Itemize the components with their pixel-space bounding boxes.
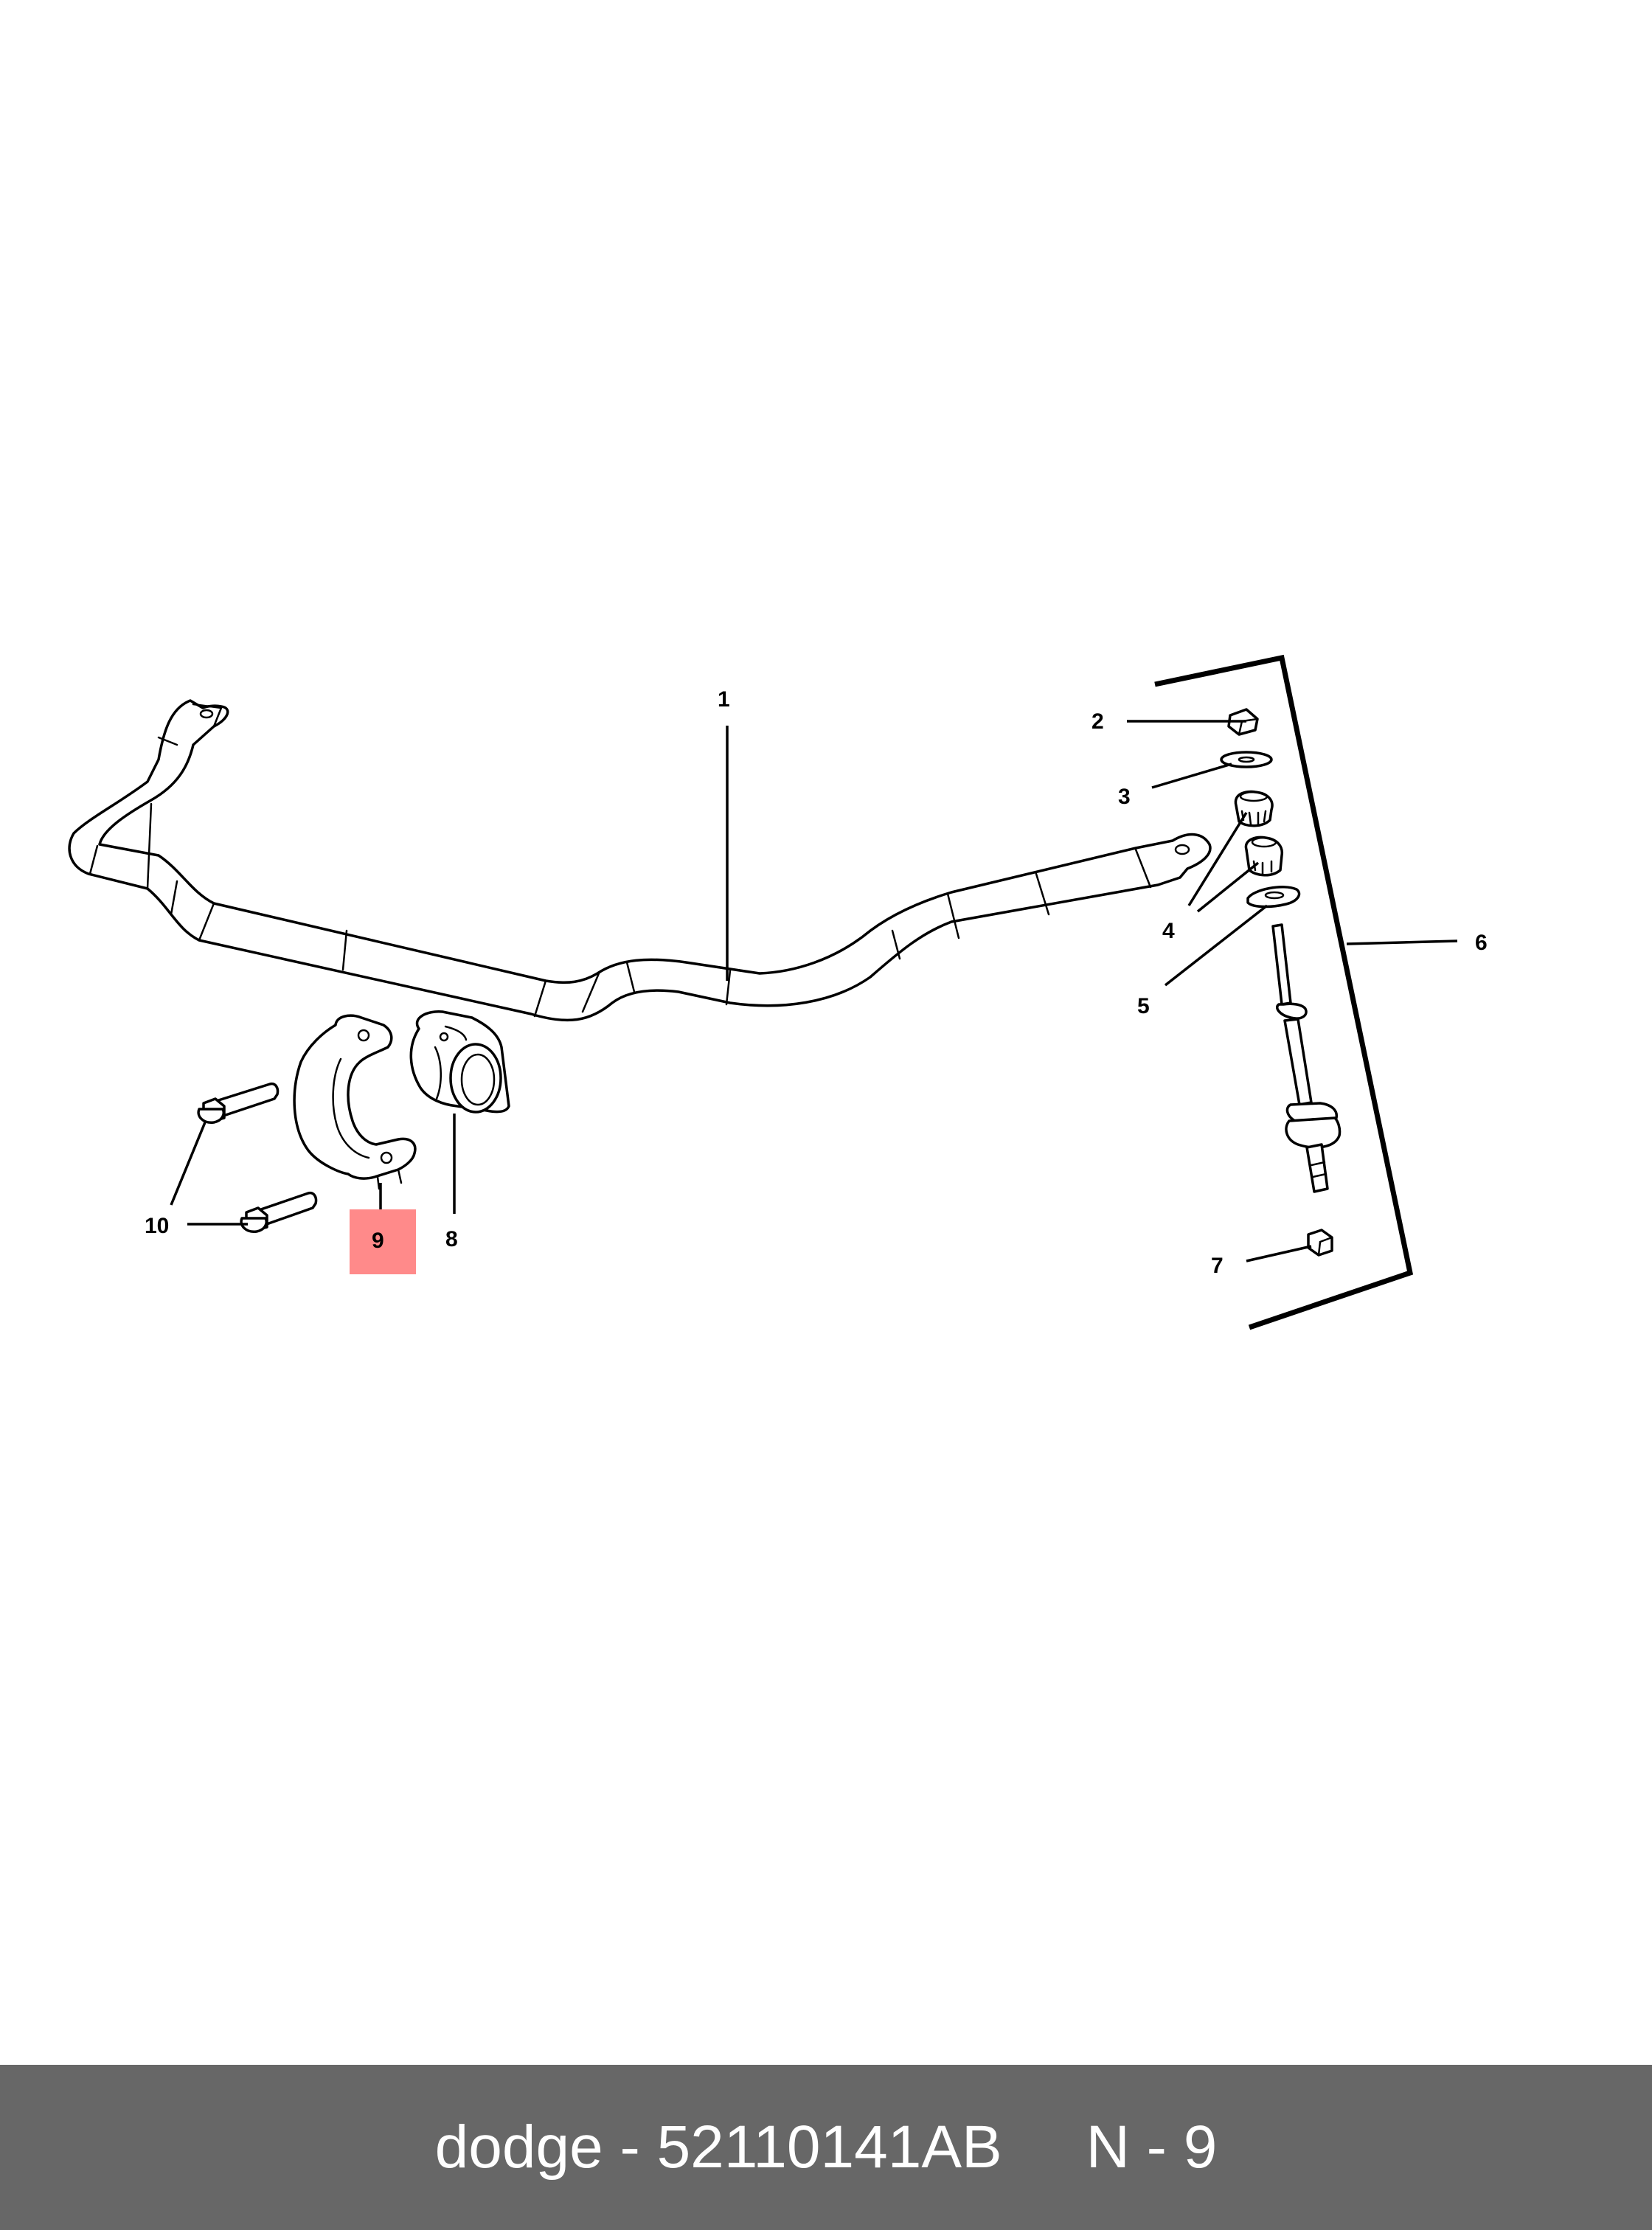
stabilizer-bar (68, 699, 1212, 1022)
washer-upper (1220, 751, 1273, 768)
leader-lines (170, 720, 1458, 1262)
footer-bar: dodge - 52110141AB N - 9 (0, 2065, 1652, 2230)
callout-5: 5 (1137, 994, 1150, 1018)
footer-part-number: 52110141AB (656, 2113, 1002, 2181)
callout-8: 8 (445, 1227, 458, 1251)
retainer-bolt-upper (197, 1082, 280, 1124)
retainer-bolt-lower (240, 1191, 318, 1233)
callout-10: 10 (145, 1214, 169, 1238)
washer-lower (1246, 886, 1301, 909)
callout-3: 3 (1118, 785, 1131, 809)
callout-4: 4 (1162, 919, 1175, 943)
callout-1: 1 (718, 687, 730, 712)
bar-bushing (409, 1010, 510, 1114)
callout-6: 6 (1475, 931, 1488, 955)
highlight-box (350, 1209, 416, 1274)
exploded-parts-diagram: 1 2 3 4 5 6 7 8 9 10 (68, 654, 1488, 1330)
footer-separator: - (603, 2113, 657, 2181)
footer-reference: N - 9 (1086, 2113, 1218, 2181)
link-assembly-bracket (1154, 654, 1414, 1330)
stabilizer-link (1271, 923, 1342, 1193)
footer-brand: dodge (434, 2113, 603, 2181)
callout-9: 9 (372, 1229, 384, 1253)
footer-gap (1002, 2113, 1086, 2182)
callout-7: 7 (1211, 1254, 1224, 1278)
callout-2: 2 (1092, 709, 1104, 734)
bar-retainer-clamp (293, 1014, 417, 1190)
hex-nut-bottom (1307, 1229, 1333, 1257)
